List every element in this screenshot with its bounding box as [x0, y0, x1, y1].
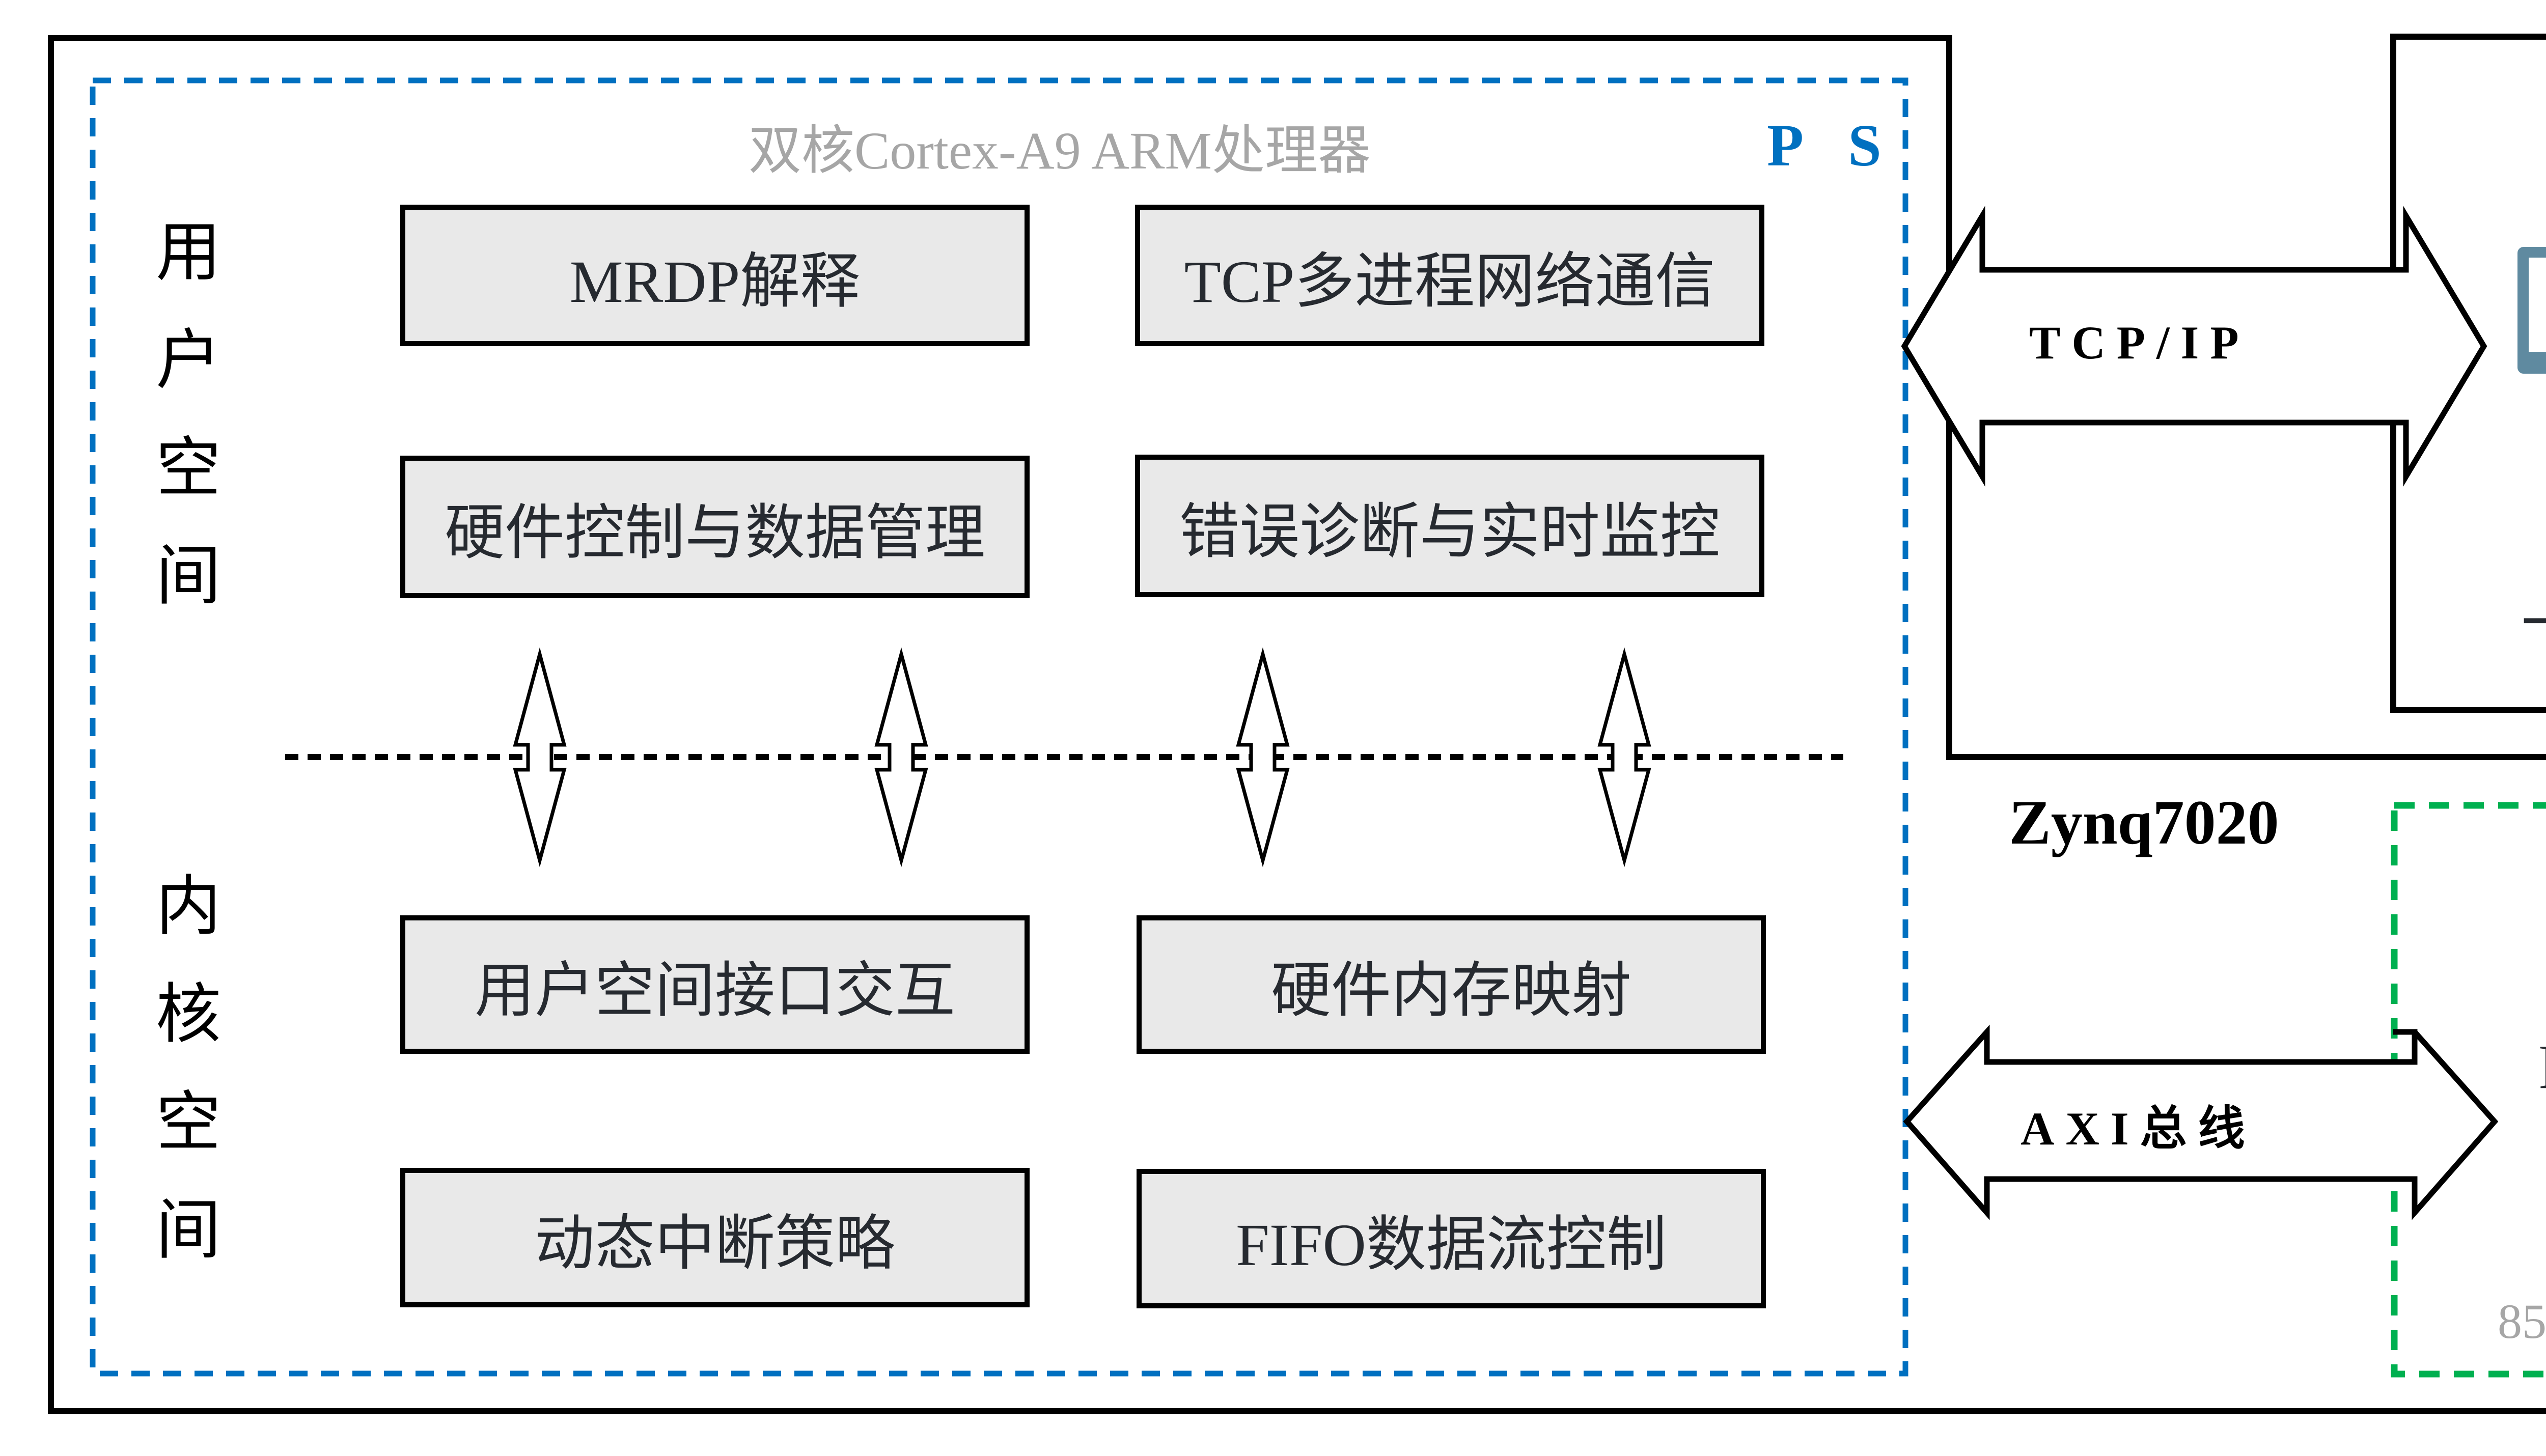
user-kernel-double-arrow [1597, 647, 1651, 867]
module-hardware-memory-mapping[interactable]: 硬件内存映射 [1137, 915, 1766, 1054]
module-user-space-interface[interactable]: 用户空间接口交互 [400, 915, 1030, 1054]
module-hardware-control-data-mgmt[interactable]: 硬件控制与数据管理 [400, 456, 1030, 598]
label-char: 间 [155, 538, 221, 614]
user-kernel-double-arrow [874, 647, 928, 867]
module-error-diagnosis-monitor[interactable]: 错误诊断与实时监控 [1135, 455, 1764, 597]
label-char: 核 [155, 976, 221, 1052]
module-mrdp-interpreter[interactable]: MRDP解释 [400, 205, 1030, 346]
tcp-ip-arrow [1901, 206, 2487, 487]
module-dynamic-interrupt-strategy[interactable]: 动态中断策略 [400, 1168, 1030, 1307]
module-tcp-multiprocess-network[interactable]: TCP多进程网络通信 [1135, 205, 1764, 346]
kernel-space-label: 内 核 空 间 [148, 853, 229, 1284]
desktop-computer-icon [2517, 247, 2546, 374]
label-char: 内 [155, 869, 221, 944]
zynq-outer-frame [48, 35, 2546, 1414]
fpga-label: FPGA [2538, 1031, 2546, 1103]
label-char: 间 [155, 1192, 221, 1268]
user-space-label: 用 户 空 间 [148, 199, 229, 630]
fpga-part-label: 85K Artix-7 [2498, 1294, 2546, 1349]
user-kernel-double-arrow [1236, 647, 1290, 867]
tcp-ip-label: TCP/IP [2029, 317, 2250, 369]
label-char: 空 [155, 430, 221, 506]
axi-bus-arrow [1903, 1024, 2499, 1220]
axi-bus-label: AXI总线 [2021, 1103, 2256, 1155]
module-fifo-dataflow-control[interactable]: FIFO数据流控制 [1137, 1169, 1766, 1308]
ps-region [90, 77, 1908, 1377]
label-char: 空 [155, 1084, 221, 1160]
chip-name: Zynq7020 [2009, 788, 2279, 857]
ps-processor-title: 双核Cortex-A9 ARM处理器 [749, 122, 1371, 180]
user-kernel-double-arrow [513, 647, 567, 867]
label-char: 户 [155, 322, 221, 398]
vertical-arrows [513, 647, 1651, 867]
host-pc-label: 上位机 [2521, 545, 2546, 640]
label-char: 用 [155, 214, 221, 290]
ps-tag: P S [1767, 112, 1898, 179]
